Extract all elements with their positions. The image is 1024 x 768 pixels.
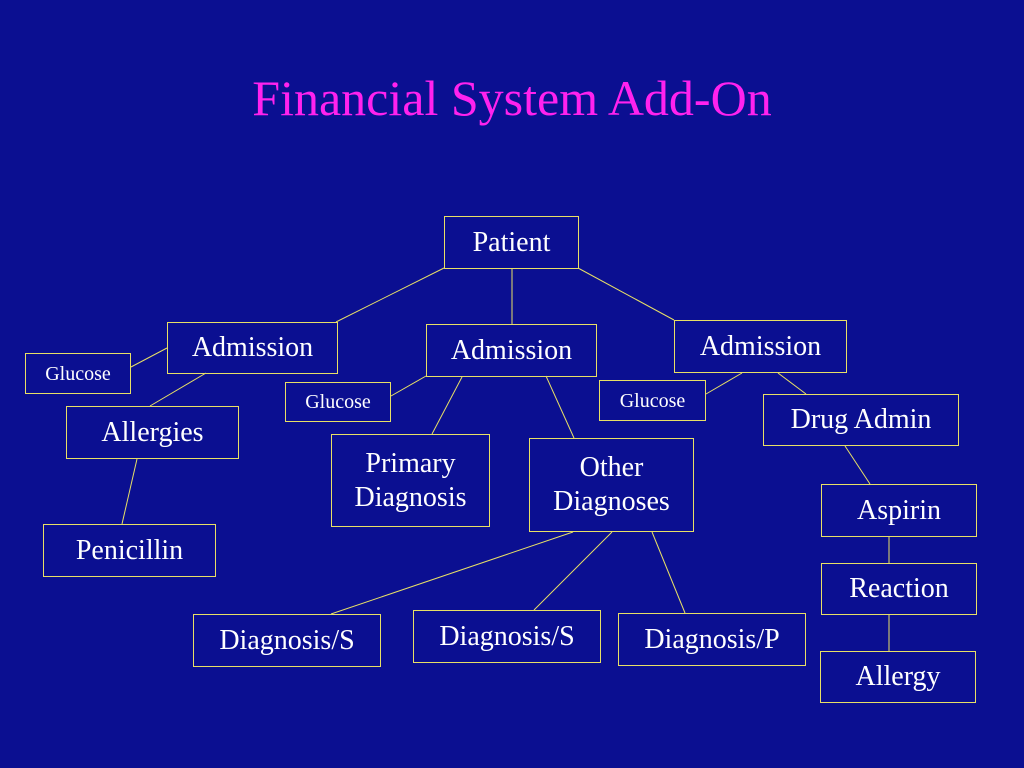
edge-drug-admin-aspirin — [844, 445, 871, 485]
allergies-node: Allergies — [66, 406, 239, 459]
edge-admission-right-drug-admin — [777, 372, 807, 395]
edge-patient-admission-left — [335, 267, 445, 323]
edge-admission-center-primary-diagnosis — [431, 376, 463, 435]
aspirin-node: Aspirin — [821, 484, 977, 537]
edge-admission-left-glucose-left — [130, 347, 168, 368]
edge-admission-center-glucose-center — [390, 375, 427, 397]
admission-left-node: Admission — [167, 322, 338, 374]
penicillin-node: Penicillin — [43, 524, 216, 577]
diagnosis-p-node: Diagnosis/P — [618, 613, 806, 666]
edge-patient-admission-right — [577, 267, 675, 321]
diagnosis-s-left-node: Diagnosis/S — [193, 614, 381, 667]
edge-other-diagnoses-diagnosis-s-center — [533, 531, 613, 611]
edge-other-diagnoses-diagnosis-s-left — [330, 531, 574, 615]
glucose-center-node: Glucose — [285, 382, 391, 422]
edge-admission-right-glucose-right — [705, 372, 743, 395]
patient-node: Patient — [444, 216, 579, 269]
glucose-left-node: Glucose — [25, 353, 131, 394]
edge-other-diagnoses-diagnosis-p — [651, 531, 686, 614]
diagnosis-s-center-node: Diagnosis/S — [413, 610, 601, 663]
glucose-right-node: Glucose — [599, 380, 706, 421]
drug-admin-node: Drug Admin — [763, 394, 959, 446]
edge-admission-center-other-diagnoses — [545, 375, 575, 439]
reaction-node: Reaction — [821, 563, 977, 615]
edge-allergies-penicillin — [121, 458, 138, 525]
admission-right-node: Admission — [674, 320, 847, 373]
allergy-node: Allergy — [820, 651, 976, 703]
other-diagnoses-node: Other Diagnoses — [529, 438, 694, 532]
admission-center-node: Admission — [426, 324, 597, 377]
primary-diagnosis-node: Primary Diagnosis — [331, 434, 490, 527]
edge-admission-left-allergies — [149, 372, 207, 407]
slide-title: Financial System Add-On — [252, 70, 772, 126]
